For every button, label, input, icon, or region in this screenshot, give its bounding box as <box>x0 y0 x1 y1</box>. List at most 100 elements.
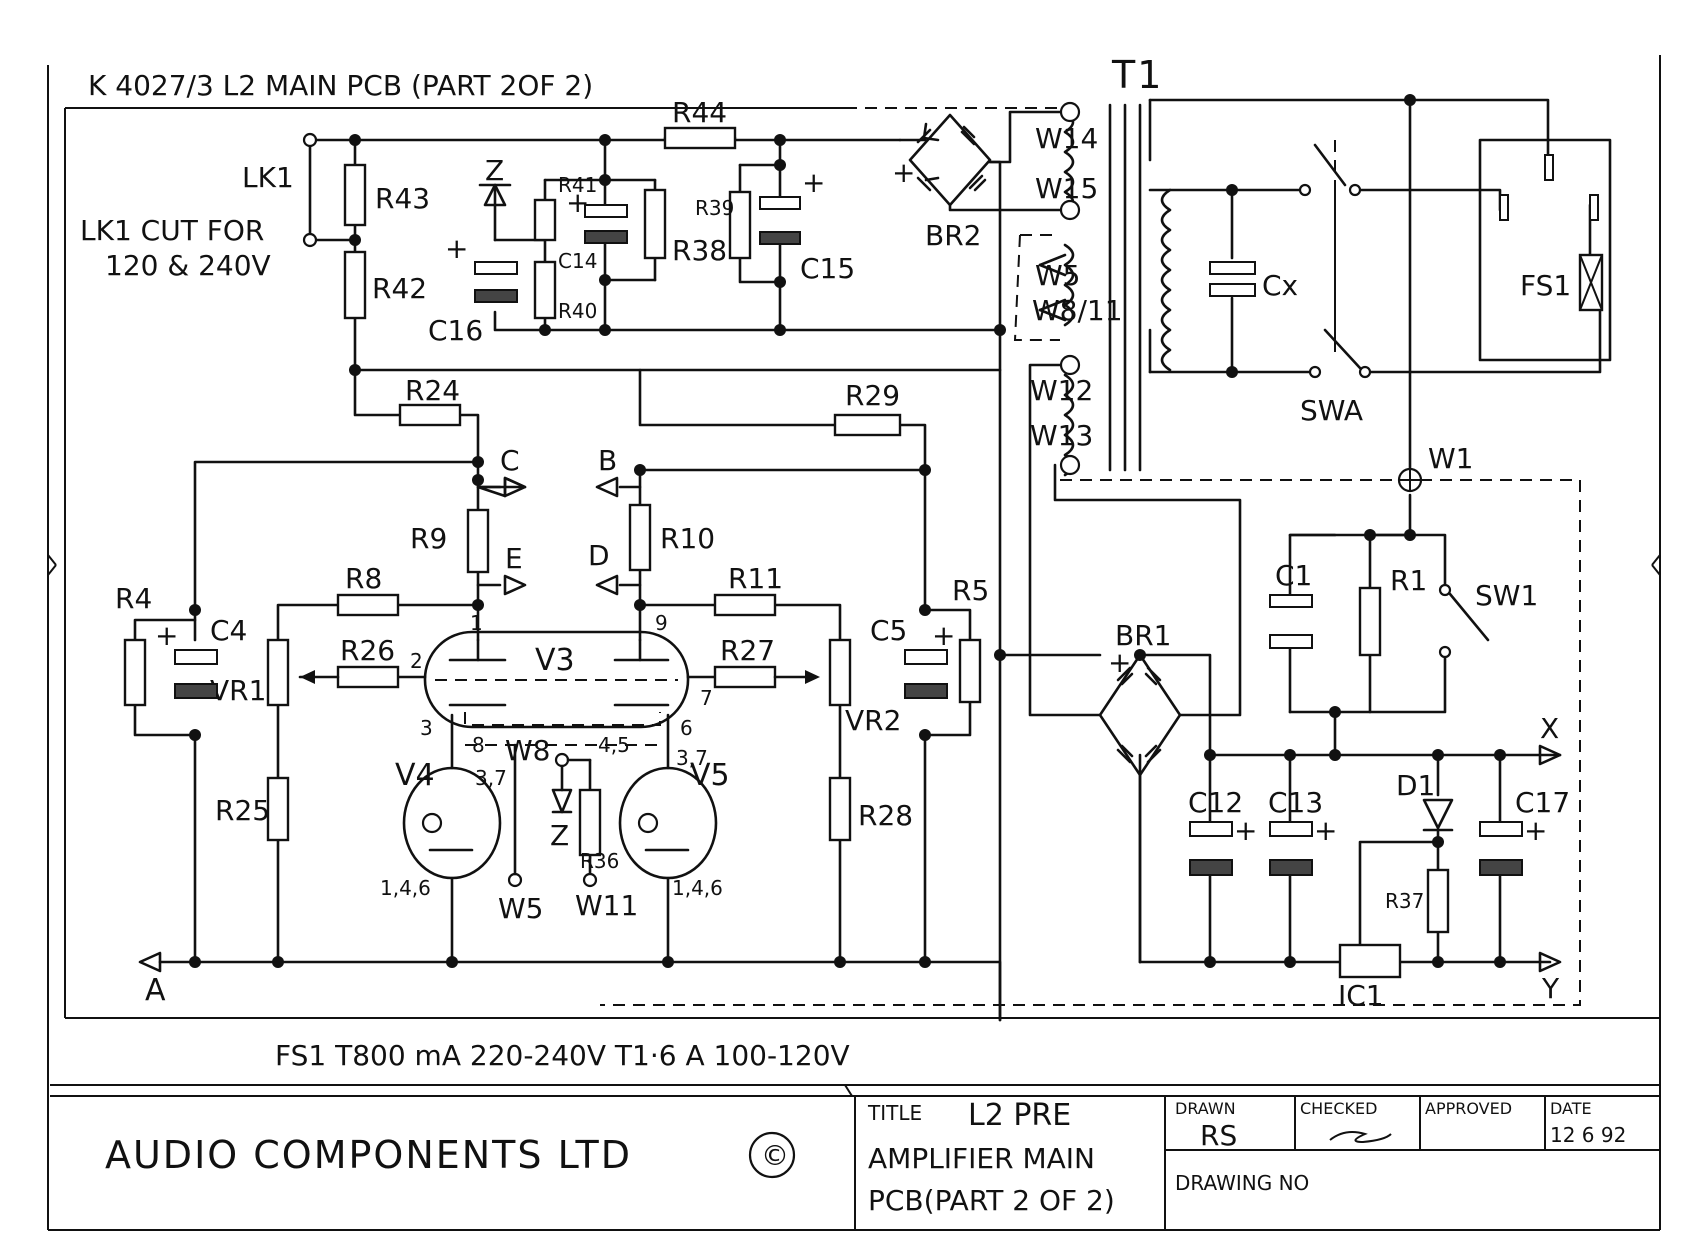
title-caption: TITLE <box>867 1101 922 1125</box>
node-c: C <box>500 444 520 477</box>
wire-w12: W12 <box>1030 374 1093 407</box>
label-r29: R29 <box>845 379 900 412</box>
label-r40: R40 <box>558 299 597 323</box>
wire-w14: W14 <box>1035 122 1098 155</box>
svg-text:+: + <box>566 186 589 219</box>
wire-w15: W15 <box>1035 172 1098 205</box>
label-w1: W1 <box>1428 442 1474 475</box>
pin-3-7-v4: 3,7 <box>475 766 507 790</box>
node-b: B <box>598 444 617 477</box>
node-markers: C E B D A X Y <box>138 444 1562 1008</box>
title-line-3: PCB(PART 2 OF 2) <box>868 1184 1115 1217</box>
label-r9: R9 <box>410 522 447 555</box>
label-w11: W11 <box>575 889 638 922</box>
label-v4: V4 <box>395 758 435 793</box>
svg-text:+: + <box>802 166 825 199</box>
label-z-top: Z <box>485 154 504 187</box>
svg-text:+: + <box>892 156 915 189</box>
node-e: E <box>505 542 523 575</box>
label-r38: R38 <box>672 234 727 267</box>
title-line-1: L2 PRE <box>968 1098 1071 1133</box>
pin-1-4-6-v5: 1,4,6 <box>672 876 723 900</box>
fuse-note: FS1 T800 mA 220-240V T1·6 A 100-120V <box>275 1039 850 1072</box>
label-r10: R10 <box>660 522 715 555</box>
label-c14: C14 <box>558 249 597 273</box>
label-c17: C17 <box>1515 786 1570 819</box>
wire-w8-11: W8/11 <box>1032 294 1123 327</box>
label-r26: R26 <box>340 634 395 667</box>
wire-w13: W13 <box>1030 419 1093 452</box>
label-r44: R44 <box>672 96 727 129</box>
label-r41: R41 <box>558 173 597 197</box>
node-a: A <box>145 973 166 1008</box>
pin-3-7-v5: 3,7 <box>676 746 708 770</box>
svg-text:+: + <box>1314 814 1337 847</box>
label-v3: V3 <box>535 643 575 678</box>
label-r27: R27 <box>720 634 775 667</box>
transformer-t1: W14 W15 W5 W8/11 W12 W13 <box>1030 101 1172 477</box>
node-x: X <box>1540 712 1559 745</box>
label-r43: R43 <box>375 182 430 215</box>
svg-text:+: + <box>155 619 178 652</box>
svg-text:+: + <box>1524 814 1547 847</box>
label-r24: R24 <box>405 374 460 407</box>
label-c16: C16 <box>428 314 483 347</box>
label-vr2: VR2 <box>845 704 901 737</box>
label-c4: C4 <box>210 614 247 647</box>
sheet-title: K 4027/3 L2 MAIN PCB (PART 2OF 2) <box>88 69 593 102</box>
pin-6: 6 <box>680 716 693 740</box>
link-label: LK1 <box>242 161 294 194</box>
pin-1: 1 <box>470 611 483 635</box>
title-line-2: AMPLIFIER MAIN <box>868 1142 1095 1175</box>
drawn-caption: DRAWN <box>1175 1099 1236 1118</box>
label-v5: V5 <box>690 758 730 793</box>
junctions <box>189 94 1506 968</box>
label-r5: R5 <box>952 574 989 607</box>
label-ic1: IC1 <box>1338 979 1384 1012</box>
label-r36: R36 <box>580 849 619 873</box>
label-r8: R8 <box>345 562 382 595</box>
svg-text:+: + <box>445 232 468 265</box>
date-value: 12 6 92 <box>1550 1123 1626 1147</box>
title-block: AUDIO COMPONENTS LTD © TITLE L2 PRE AMPL… <box>105 1096 1660 1230</box>
drawn-value: RS <box>1200 1119 1237 1152</box>
mains-section: Cx SWA FS1 W1 <box>1209 143 1604 493</box>
supply-section: + BR2 R43 R42 R44 R41 R40 + C14 R38 + C1… <box>302 96 992 347</box>
label-swa: SWA <box>1300 394 1363 427</box>
pin-4-5: 4,5 <box>598 733 630 757</box>
label-br2: BR2 <box>925 219 981 252</box>
pin-2: 2 <box>410 649 423 673</box>
label-r4: R4 <box>115 582 152 615</box>
label-z-bottom: Z <box>550 819 569 852</box>
pin-8: 8 <box>472 733 485 757</box>
label-br1: BR1 <box>1115 619 1171 652</box>
label-r28: R28 <box>858 799 913 832</box>
label-cx: Cx <box>1262 269 1298 302</box>
label-w5-bottom: W5 <box>498 892 544 925</box>
pin-9: 9 <box>655 611 668 635</box>
label-c15: C15 <box>800 252 855 285</box>
label-r37: R37 <box>1385 889 1424 913</box>
label-vr1: VR1 <box>210 674 266 707</box>
label-r42: R42 <box>372 272 427 305</box>
checked-caption: CHECKED <box>1300 1099 1377 1118</box>
svg-text:+: + <box>932 619 955 652</box>
label-w8: W8 <box>505 734 551 767</box>
node-y: Y <box>1541 972 1560 1005</box>
pin-1-4-6-v4: 1,4,6 <box>380 876 431 900</box>
label-d1: D1 <box>1396 769 1435 802</box>
link-note-1: LK1 CUT FOR <box>80 214 264 247</box>
pin-3: 3 <box>420 716 433 740</box>
wire-w5: W5 <box>1035 259 1081 292</box>
label-c13: C13 <box>1268 786 1323 819</box>
label-r39: R39 <box>695 196 734 220</box>
date-caption: DATE <box>1550 1099 1592 1118</box>
checked-signature <box>1329 1131 1392 1144</box>
label-c12: C12 <box>1188 786 1243 819</box>
label-fs1: FS1 <box>1520 269 1571 302</box>
node-d: D <box>588 539 610 572</box>
label-c5: C5 <box>870 614 907 647</box>
label-r11: R11 <box>728 562 783 595</box>
